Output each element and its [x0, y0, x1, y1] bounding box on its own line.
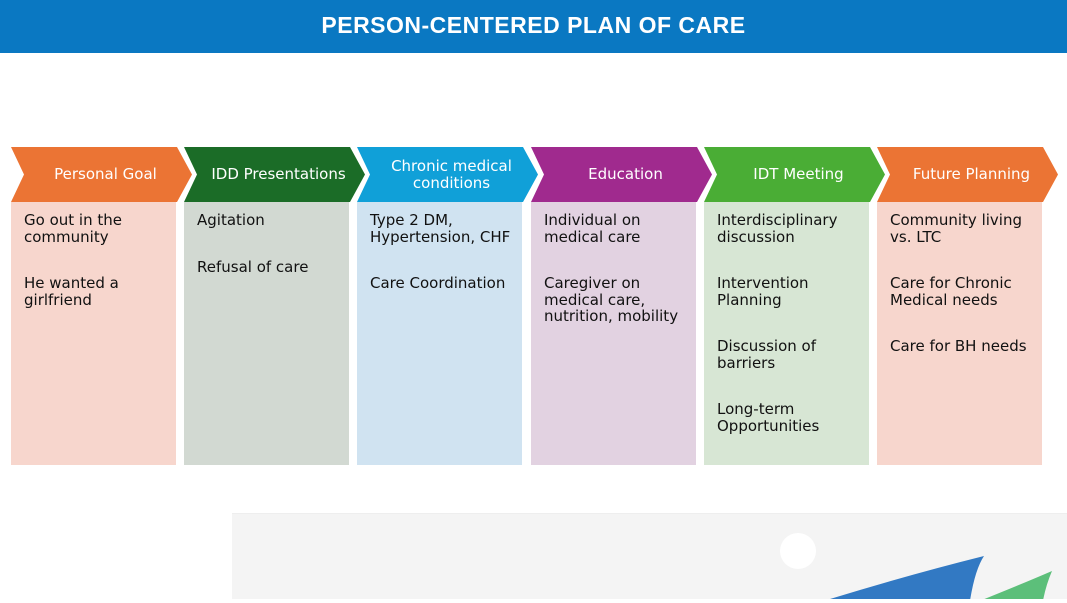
column-body: Go out in the community He wanted a girlf… — [11, 202, 176, 465]
slide-title: PERSON-CENTERED PLAN OF CARE — [0, 0, 1067, 53]
plan-column: Personal Goal Go out in the community He w… — [11, 147, 192, 465]
column-item: Intervention Planning — [717, 274, 809, 309]
column-item: Agitation — [197, 211, 265, 229]
column-header: IDT Meeting — [704, 147, 885, 202]
column-header: Future Planning — [877, 147, 1058, 202]
column-body: Community living vs. LTC Care for Chronic… — [877, 202, 1042, 465]
column-item: Care Coordination — [370, 274, 506, 292]
decorative-background — [232, 513, 1067, 603]
column-header: Education — [531, 147, 712, 202]
column-item: Care for BH needs — [890, 337, 1027, 355]
column-item: Interdisciplinary discussion — [717, 211, 838, 246]
column-item: He wanted a girlfriend — [24, 274, 119, 309]
column-header: Chronic medical conditions — [357, 147, 538, 202]
column-item: Refusal of care — [197, 257, 309, 276]
column-header: IDD Presentations — [184, 147, 365, 202]
column-item: Type 2 DM, Hypertension, CHF — [370, 211, 511, 246]
column-item: Discussion of barriers — [717, 337, 816, 372]
logo-swoosh-icon — [780, 533, 1052, 603]
column-item: Caregiver on medical care, nutrition, mo… — [544, 274, 679, 325]
column-body: Type 2 DM, Hypertension, CHF Care Coordin… — [357, 202, 522, 465]
column-item: Community living vs. LTC — [890, 211, 1022, 246]
column-item: Individual on medical care — [544, 211, 641, 246]
column-item: Care for Chronic Medical needs — [890, 274, 1012, 309]
column-header: Personal Goal — [11, 147, 192, 202]
column-item: Go out in the community — [24, 211, 122, 246]
column-item: Long-term Opportunities — [717, 400, 820, 435]
